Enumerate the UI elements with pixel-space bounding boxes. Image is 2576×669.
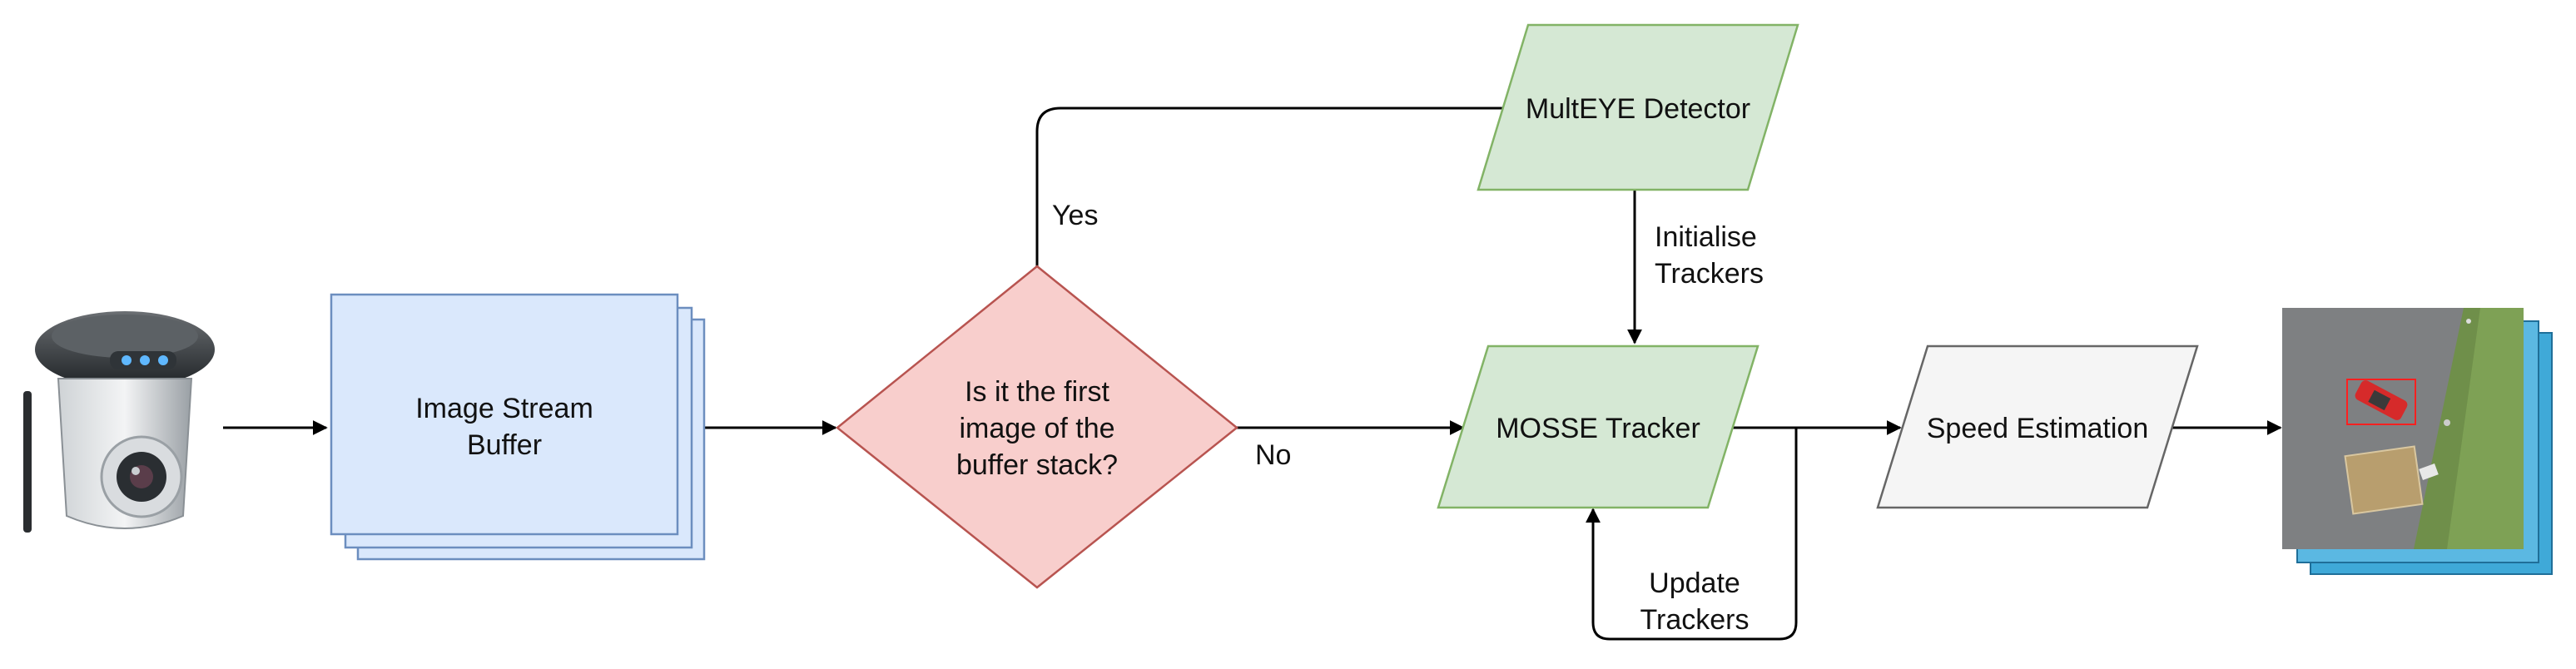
detector-label: MultEYE Detector <box>1526 93 1750 125</box>
edge-label-no: No <box>1255 439 1291 471</box>
edge-label-yes: Yes <box>1052 200 1098 231</box>
buffer-label-line2: Buffer <box>467 429 542 461</box>
ptz-camera-icon <box>23 311 215 533</box>
edge-label-update-line1: Update <box>1649 567 1740 599</box>
decision-label-line2: image of the <box>959 413 1114 444</box>
aerial-image-stack-icon <box>2282 308 2553 575</box>
edge-yes-to-detector <box>1035 101 1523 266</box>
tracker-label: MOSSE Tracker <box>1496 413 1700 444</box>
edge-label-initialise-line2: Trackers <box>1655 258 1764 290</box>
detector-node: MultEYE Detector <box>1477 23 1799 191</box>
edge-label-initialise-line1: Initialise <box>1655 221 1757 253</box>
decision-label-line1: Is it the first <box>965 376 1109 408</box>
decision-node: Is it the first image of the buffer stac… <box>836 265 1238 589</box>
decision-label-line3: buffer stack? <box>956 449 1118 481</box>
tracker-node: MOSSE Tracker <box>1437 344 1760 509</box>
speed-node: Speed Estimation <box>1876 344 2199 509</box>
edge-update-loop <box>1586 428 1798 641</box>
buffer-label-line1: Image Stream <box>415 393 593 424</box>
edge-label-update-line2: Trackers <box>1640 604 1750 636</box>
speed-label: Speed Estimation <box>1927 413 2149 444</box>
buffer-node: Image Stream Buffer <box>330 293 706 561</box>
